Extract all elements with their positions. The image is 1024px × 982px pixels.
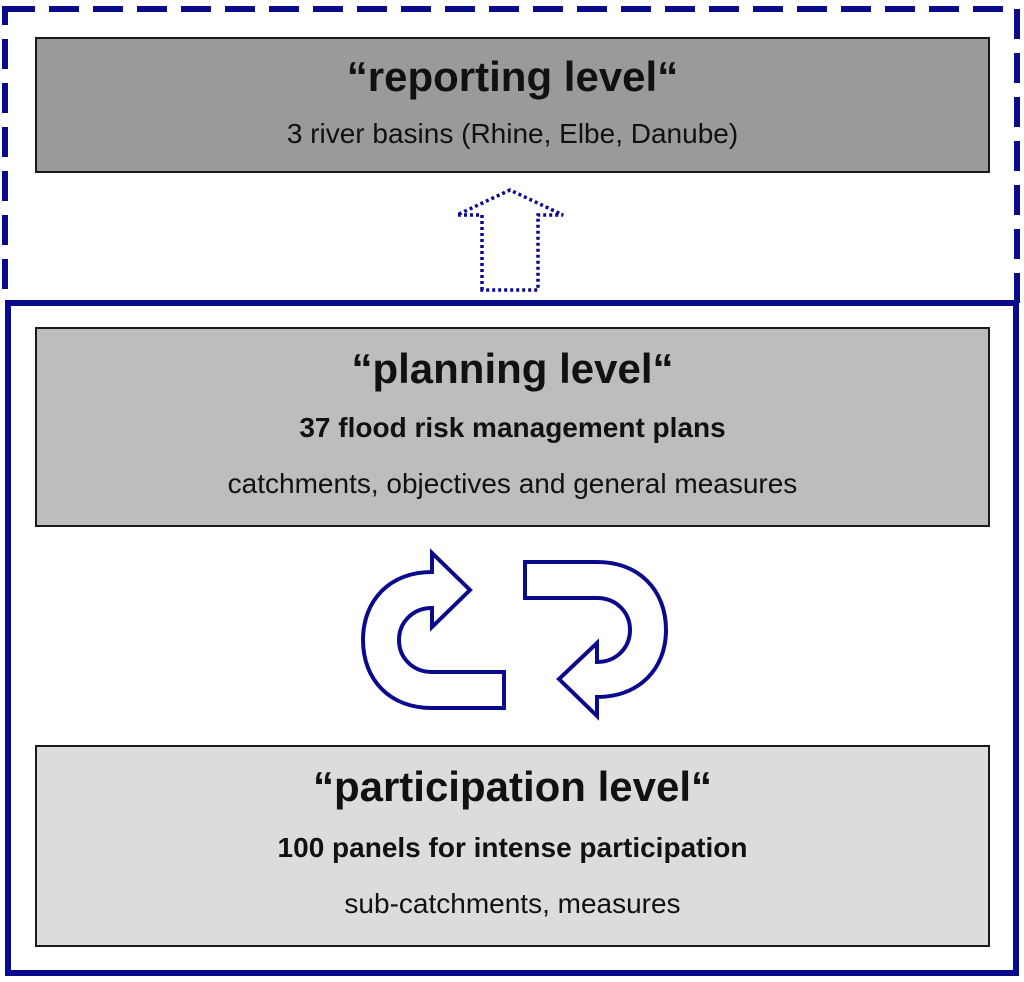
cycle-arrows-icon	[360, 548, 669, 721]
reporting-level-title: “reporting level“	[346, 53, 679, 100]
cycle-arrow-right-icon	[523, 560, 669, 721]
planning-level-subtitle: catchments, objectives and general measu…	[227, 468, 798, 499]
planning-level-count: 37 flood risk management plans	[299, 412, 726, 443]
participation-level-box: “participation level“ 100 panels for int…	[35, 745, 990, 947]
dotted-up-arrow-icon	[456, 188, 564, 292]
solid-frame	[5, 300, 1019, 976]
reporting-level-box: “reporting level“ 3 river basins (Rhine,…	[35, 37, 990, 173]
participation-level-subtitle: sub-catchments, measures	[344, 888, 681, 919]
planning-level-box: “planning level“ 37 flood risk managemen…	[35, 327, 990, 527]
participation-level-count: 100 panels for intense participation	[277, 832, 748, 863]
cycle-arrow-left-icon	[360, 548, 506, 710]
planning-level-title: “planning level“	[351, 345, 674, 392]
reporting-level-subtitle: 3 river basins (Rhine, Elbe, Danube)	[286, 118, 739, 149]
participation-level-title: “participation level“	[312, 763, 713, 810]
